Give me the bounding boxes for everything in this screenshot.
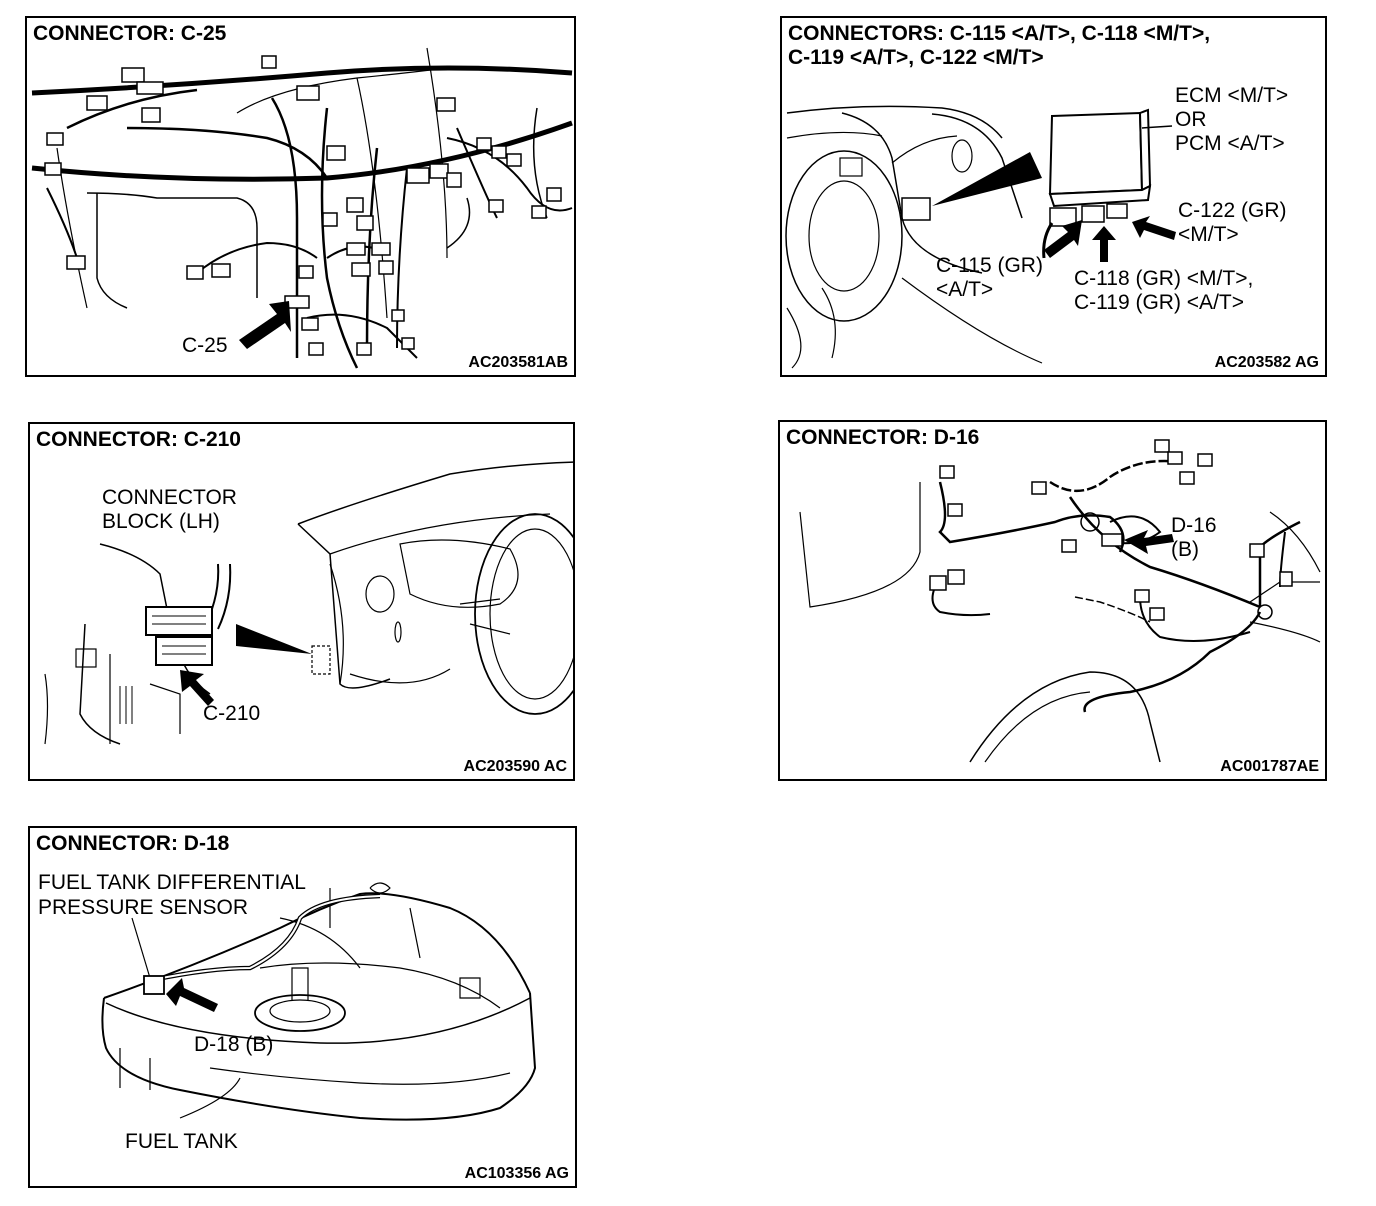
panel-title: CONNECTOR: D-16 [786,426,980,449]
sensor-label-line-1: FUEL TANK DIFFERENTIAL [38,871,306,894]
figure-code: AC203590 AC [463,758,567,775]
panel-title: CONNECTOR: C-210 [36,428,241,451]
c122-line-1: C-122 (GR) [1178,199,1287,222]
module-label-line-1: ECM <M/T> [1175,84,1289,107]
c115-line-2: <A/T> [936,278,994,301]
connector-block-line-2: BLOCK (LH) [102,510,220,533]
c115-line-1: C-115 (GR) [936,254,1043,277]
figure-code: AC203581AB [468,354,568,371]
callout-label-d16: D-16 (B) [1171,514,1217,562]
module-label: ECM <M/T> OR PCM <A/T> [1175,84,1288,156]
sensor-label: FUEL TANK DIFFERENTIAL PRESSURE SENSOR [38,870,306,920]
module-label-line-2: OR [1175,108,1207,131]
figure-code: AC203582 AG [1214,354,1319,371]
d18-fuel-tank-drawing [101,882,537,1121]
panel-title: CONNECTOR: D-18 [36,832,230,855]
c118-line-1: C-118 (GR) <M/T>, [1074,267,1254,290]
panel-title: CONNECTOR: C-25 [33,22,227,45]
callout-label-c122: C-122 (GR) <M/T> [1178,199,1287,247]
d16-line-1: D-16 [1171,514,1217,537]
c115-ecm-drawing [785,105,1176,369]
c118-line-2: C-119 (GR) <A/T> [1074,291,1244,314]
fuel-tank-label: FUEL TANK [125,1130,238,1153]
c25-callout-arrow [239,301,291,349]
sensor-label-line-2: PRESSURE SENSOR [38,896,249,919]
callout-label-c25: C-25 [182,334,228,357]
panel-connector-d18: CONNECTOR: D-18 FUEL TANK DIFFERENTIAL P… [28,826,577,1188]
callout-label-d18: D-18 (B) [194,1033,274,1056]
callout-label-c210: C-210 [203,702,261,725]
figure-code: AC001787AE [1220,758,1319,775]
connector-block-label: CONNECTOR BLOCK (LH) [102,486,237,534]
panel-title-line-1: CONNECTORS: C-115 <A/T>, C-118 <M/T>, [788,22,1211,45]
d16-floor-harness-drawing [799,439,1321,763]
d16-line-2: (B) [1171,538,1199,561]
panel-title-line-2: C-119 <A/T>, C-122 <M/T> [788,46,1044,69]
c25-wiring-drawing [31,47,573,369]
c210-connector-block-drawing [44,461,573,745]
panel-connectors-c115-c122: CONNECTORS: C-115 <A/T>, C-118 <M/T>, C-… [780,16,1327,377]
figure-code: AC103356 AG [464,1165,569,1182]
panel-connector-c210: CONNECTOR: C-210 CONNECTOR BLOCK (LH) C-… [28,422,575,781]
module-label-line-3: PCM <A/T> [1175,132,1285,155]
panel-title: CONNECTORS: C-115 <A/T>, C-118 <M/T>, C-… [788,22,1210,70]
c122-line-2: <M/T> [1178,223,1239,246]
connector-block-line-1: CONNECTOR [102,486,237,509]
callout-label-c118-c119: C-118 (GR) <M/T>, C-119 (GR) <A/T> [1074,267,1253,315]
panel-connector-d16: CONNECTOR: D-16 D-16 (B) AC001787AE [778,420,1327,781]
panel-connector-c25: CONNECTOR: C-25 C-25 AC203581AB [25,16,576,377]
callout-label-c115: C-115 (GR) <A/T> [936,254,1043,302]
